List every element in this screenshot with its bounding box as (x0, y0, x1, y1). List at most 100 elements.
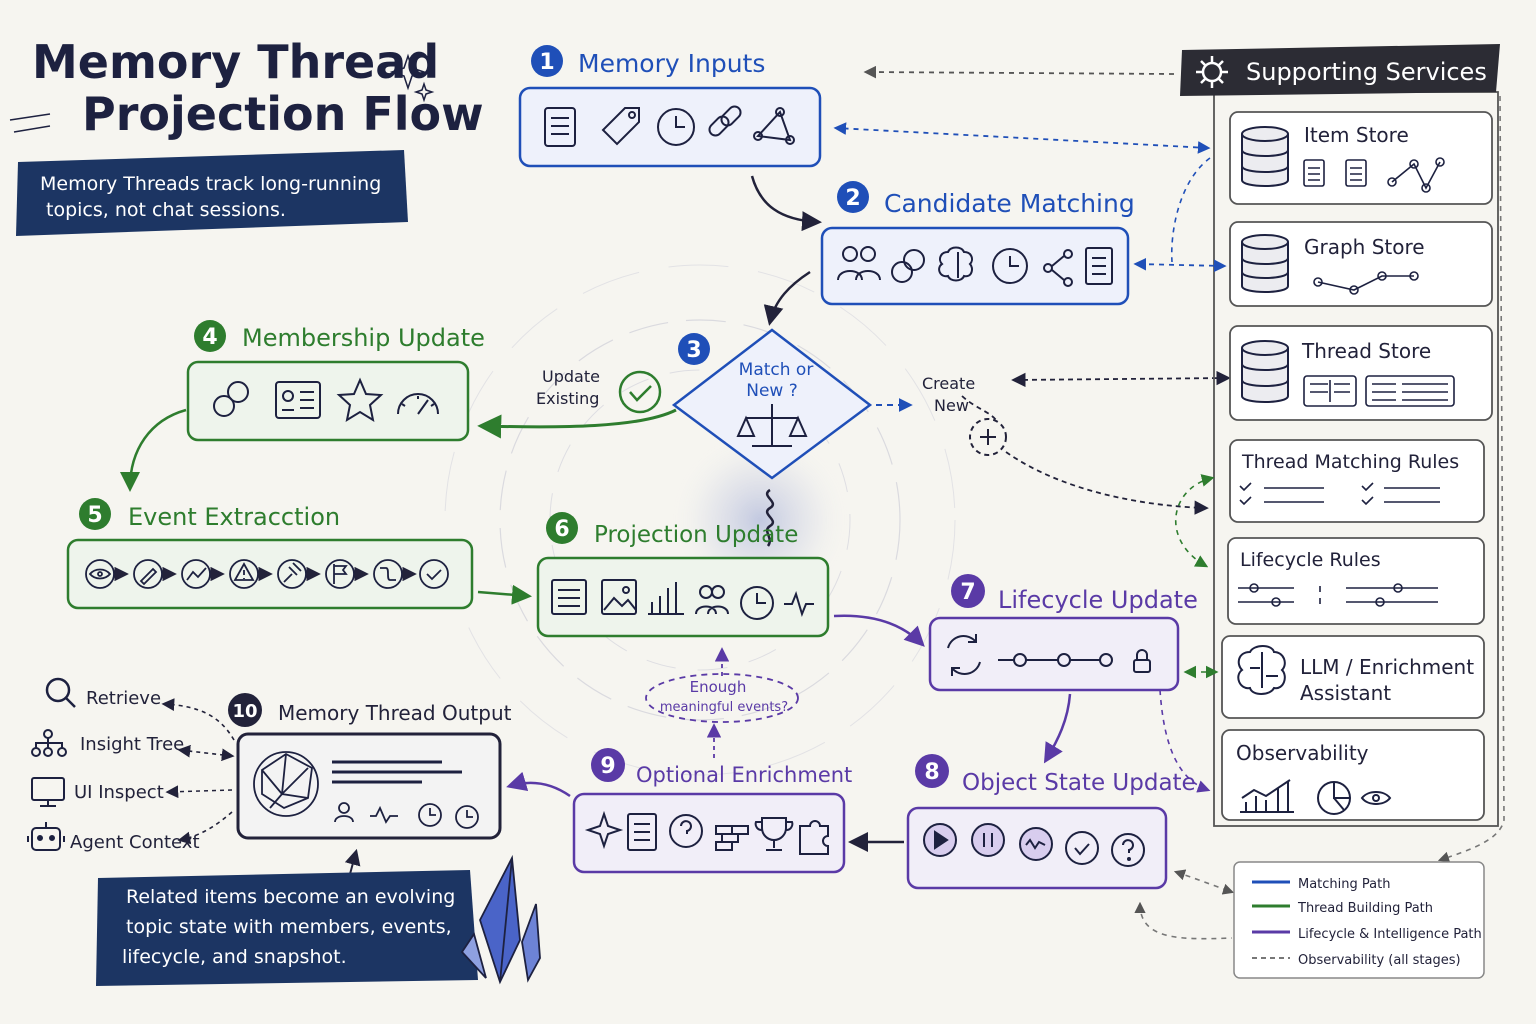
output-insight-tree-label: Insight Tree (80, 734, 184, 755)
branch-create-new: Create New (876, 370, 1231, 515)
bottom-banner: Related items become an evolving topic s… (96, 854, 541, 986)
create-new-line1: Create (922, 374, 975, 393)
stage-1-label: Memory Inputs (578, 49, 765, 78)
service-observability[interactable]: Observability (1221, 729, 1485, 821)
service-graph-store-label: Graph Store (1304, 235, 1425, 259)
sparkle-icon (389, 53, 435, 103)
stage-7-lifecycle-update[interactable]: 7 Lifecycle Update (928, 574, 1198, 692)
service-lifecycle-rules[interactable]: Lifecycle Rules (1227, 537, 1485, 625)
service-llm-label-line1: LLM / Enrichment (1300, 655, 1474, 679)
service-graph-store[interactable]: Graph Store (1229, 221, 1493, 307)
output-insight-tree[interactable]: Insight Tree (31, 729, 235, 762)
stage-8-object-state-update[interactable]: 8 Object State Update (906, 754, 1196, 890)
output-ui-inspect[interactable]: UI Inspect (31, 777, 233, 807)
observability-to-legend (1173, 869, 1235, 895)
arrow-banner-to-10 (344, 848, 361, 875)
gavel-icon (277, 559, 307, 589)
service-llm-label-line2: Assistant (1300, 681, 1391, 705)
page-title-line2: Projection Flow (82, 87, 484, 141)
stage-7-box (928, 616, 1180, 692)
supporting-services-panel: Supporting Services Item Store Graph Sto… (833, 44, 1500, 827)
stage-9-label: Optional Enrichment (636, 763, 852, 787)
clock-icon (657, 108, 695, 146)
pause-icon (971, 823, 1005, 857)
output-ui-inspect-label: UI Inspect (74, 782, 164, 803)
clock-icon (740, 586, 774, 620)
arrow-4-to-5 (120, 408, 187, 492)
robot-icon (27, 822, 65, 851)
pulse-icon (370, 805, 398, 824)
link-icon (708, 105, 742, 137)
stage-9-box (572, 792, 846, 874)
stage-6-projection-update[interactable]: 6 Projection Update (536, 512, 830, 638)
flag-icon (325, 559, 355, 589)
output-agent-context[interactable]: Agent Context (27, 811, 233, 853)
star-icon (336, 377, 384, 423)
link-icon (213, 381, 249, 417)
stage-10-box (236, 732, 502, 840)
output-retrieve-label: Retrieve (86, 688, 161, 709)
decision-label-line2: New ? (746, 381, 798, 401)
stage-10-label: Memory Thread Output (278, 701, 512, 725)
stage-7-badge (951, 574, 985, 608)
branch-update-existing: Update Existing (477, 367, 677, 439)
group-icon (695, 585, 729, 615)
stage-10-memory-thread-output[interactable]: 10 Memory Thread Output (228, 693, 512, 840)
service-thread-matching-rules[interactable]: Thread Matching Rules (1229, 439, 1485, 523)
wave-icon (1019, 827, 1053, 861)
stage-6-label: Projection Update (594, 522, 798, 548)
brain-icon (1237, 645, 1286, 695)
eye-icon (85, 559, 115, 589)
stage-5-number: 5 (87, 503, 102, 528)
question-icon (1111, 833, 1145, 867)
tag-icon (601, 107, 640, 146)
stage-8-number: 8 (924, 760, 939, 785)
check-circle-icon (618, 370, 662, 414)
check-icon (1065, 831, 1099, 865)
output-retrieve[interactable]: Retrieve (45, 677, 235, 741)
stage-5-event-extraction[interactable]: 5 Event Extracction (66, 498, 474, 610)
stage-3-decision[interactable]: 3 Match or New ? (671, 328, 873, 480)
stage-9-optional-enrichment[interactable]: 9 Optional Enrichment (572, 748, 852, 874)
stage-2-candidate-matching[interactable]: 2 Candidate Matching (820, 181, 1135, 306)
stage-7-label: Lifecycle Update (998, 586, 1198, 614)
arrow-9-to-10 (506, 771, 571, 798)
database-icon (1241, 126, 1289, 187)
observability-path (1437, 95, 1505, 863)
monitor-icon (31, 777, 65, 807)
stage-10-number: 10 (232, 701, 257, 722)
service-thread-store[interactable]: Thread Store (1229, 325, 1493, 421)
bottom-banner-line3: lifecycle, and snapshot. (122, 946, 347, 968)
stage-3-number: 3 (686, 338, 701, 363)
stage-10-badge (228, 693, 262, 727)
stage-8-badge (915, 754, 949, 788)
output-text-line-1 (332, 760, 462, 784)
legend: Matching Path Thread Building Path Lifec… (1233, 861, 1485, 979)
stage-5-badge (79, 498, 111, 530)
service-llm-enrichment-assistant[interactable]: LLM / Enrichment Assistant (1221, 635, 1485, 719)
subtitle-banner: Memory Threads track long-running topics… (16, 150, 408, 236)
people-icon (837, 246, 881, 281)
pulse-icon (784, 590, 814, 618)
document-icon (627, 813, 657, 851)
service-item-store-label: Item Store (1304, 123, 1409, 147)
legend-box (1233, 861, 1485, 979)
crystal-icon (460, 854, 541, 985)
stage-3-badge (678, 333, 710, 365)
plus-circle-icon (969, 418, 1007, 456)
stage-4-number: 4 (202, 325, 217, 350)
stage-1-memory-inputs[interactable]: 1 Memory Inputs (518, 45, 822, 168)
tree-icon (31, 729, 67, 757)
stage-4-badge (194, 320, 226, 352)
stage-4-membership-update[interactable]: 4 Membership Update (186, 320, 485, 442)
question-bubble-icon (669, 814, 703, 848)
stage-9-badge (591, 748, 625, 782)
service-item-store[interactable]: Item Store (1229, 111, 1493, 205)
stage-4-label: Membership Update (242, 324, 485, 352)
stage-1-number: 1 (539, 50, 554, 75)
puzzle-icon (799, 820, 829, 855)
play-icon (923, 823, 957, 857)
brain-icon (938, 246, 973, 282)
update-existing-line1: Update (542, 367, 600, 386)
